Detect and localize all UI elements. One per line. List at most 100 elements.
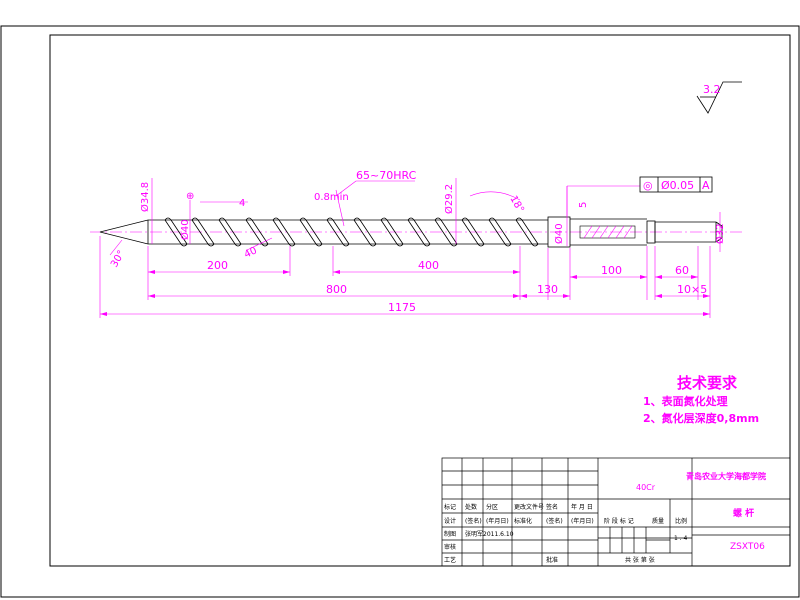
flight-crest <box>245 217 269 247</box>
flight-line <box>245 219 269 245</box>
dim-hardness: 65~70HRC <box>356 169 417 182</box>
dimension-arrow <box>640 275 647 279</box>
keyway <box>579 225 636 239</box>
screw-body <box>99 216 723 248</box>
tb-row5-label: 工艺 <box>444 556 456 564</box>
tb-row3-label: 张明军2011.6.10 <box>465 530 514 538</box>
dimension-arrow <box>333 270 340 274</box>
tb-row2-label: 标准化 <box>514 517 532 525</box>
dim-len-total: 1175 <box>388 301 416 314</box>
dim-d-tip: Ø34.8 <box>139 182 151 212</box>
tb-row4-label: 审核 <box>444 543 456 551</box>
dim-len-chamfer: 10×5 <box>677 283 707 296</box>
flight-crest <box>434 217 458 247</box>
flight-line <box>326 219 350 245</box>
tb-header-label: 签名 <box>546 503 558 511</box>
tb-part-name: 螺 杆 <box>733 507 754 519</box>
outer-border <box>0 25 800 598</box>
dim-len-60: 60 <box>675 264 689 277</box>
tolerance-datum: A <box>702 179 710 192</box>
tb-school: 青岛农业大学海都学院 <box>686 471 766 481</box>
flight-line <box>353 219 377 245</box>
dimension-arrow <box>563 294 570 298</box>
dim-d-shank: Ø32 <box>714 223 726 244</box>
flight-crest <box>380 217 404 247</box>
dimension-arrow <box>513 294 520 298</box>
dimension-arrow <box>283 270 290 274</box>
flight-line <box>164 219 188 245</box>
tb-sheet-label: 共 张 第 张 <box>625 556 655 564</box>
flight-line <box>515 219 539 245</box>
flight-crest <box>272 217 296 247</box>
flight-crest <box>218 217 242 247</box>
dimension-arrow <box>513 270 520 274</box>
dimension-arrows <box>100 270 710 316</box>
tolerance-frame <box>639 176 713 193</box>
title-block-labels: 标记处数分区更改文件号签名年 月 日设计(签名)(年月日)标准化(签名)(年月日… <box>444 503 687 564</box>
tb-row2-label: (签名) <box>546 517 563 525</box>
dimension-arrow <box>655 294 662 298</box>
tb-scale: 1 . 4 <box>674 535 688 542</box>
flight-line <box>299 219 323 245</box>
title-block <box>441 457 791 567</box>
flight-crest <box>353 217 377 247</box>
dim-helix-angle: 18° <box>507 194 525 215</box>
flight-line <box>218 219 242 245</box>
tb-drawing-no: ZSXT06 <box>730 542 765 552</box>
dim-len-800: 800 <box>326 283 347 296</box>
dimension-arrow <box>570 275 577 279</box>
dimension-lines <box>99 178 721 318</box>
tb-row2-label: (年月日) <box>571 517 594 525</box>
tolerance-symbol: ◎ <box>643 179 653 192</box>
dimension-arrow <box>703 312 710 316</box>
flight-line <box>488 219 512 245</box>
flight-line <box>434 219 458 245</box>
flight-crest <box>326 217 350 247</box>
tb-header-label: 标记 <box>444 503 456 511</box>
flight-line <box>380 219 404 245</box>
screw-flights <box>164 217 539 247</box>
dim-len-130: 130 <box>537 283 558 296</box>
flight-line <box>191 219 215 245</box>
tb-row2-label: 设计 <box>444 517 456 525</box>
tb-header-label: 年 月 日 <box>571 503 593 511</box>
flight-line <box>407 219 431 245</box>
dim-flight-width: 4 <box>239 198 245 209</box>
dim-len-100: 100 <box>601 264 622 277</box>
flight-crest <box>164 217 188 247</box>
tb-row2-label: (签名) <box>465 517 482 525</box>
flight-crest <box>515 217 539 247</box>
dim-pitch: 40 <box>243 245 259 260</box>
tb-ratio-label: 比例 <box>675 517 687 525</box>
dim-flight-clearance: 0.8min <box>314 192 349 203</box>
flight-crest <box>461 217 485 247</box>
dimension-arrow <box>691 275 698 279</box>
dim-d-root-mid: Ø29.2 <box>443 184 455 214</box>
flight-line <box>272 219 296 245</box>
tb-header-label: 处数 <box>465 503 477 511</box>
dimension-arrow <box>148 270 155 274</box>
tb-material: 40Cr <box>636 483 656 492</box>
dim-groove: 5 <box>578 202 589 208</box>
dimension-arrow <box>100 312 107 316</box>
flight-crest <box>407 217 431 247</box>
flight-crest <box>299 217 323 247</box>
tb-stage-label: 阶 段 标 记 <box>604 517 634 525</box>
tb-row3-label: 制图 <box>444 530 456 538</box>
flight-crest <box>191 217 215 247</box>
roughness-value: 3.2 <box>703 83 721 96</box>
roughness-symbol <box>696 81 742 114</box>
dimension-arrow <box>148 294 155 298</box>
dimension-arrow <box>520 294 527 298</box>
datum-marker: ⊕ <box>186 191 194 202</box>
tb-header-label: 分区 <box>486 503 498 511</box>
dim-d-body: Ø40 <box>553 223 565 244</box>
tb-row2-label: (年月日) <box>486 517 509 525</box>
inner-frame <box>49 34 791 567</box>
dimension-arrow <box>655 275 662 279</box>
notes-title: 技术要求 <box>677 374 738 392</box>
dim-len-400: 400 <box>418 259 439 272</box>
dim-len-200: 200 <box>207 259 228 272</box>
tolerance-value: Ø0.05 <box>661 179 694 192</box>
